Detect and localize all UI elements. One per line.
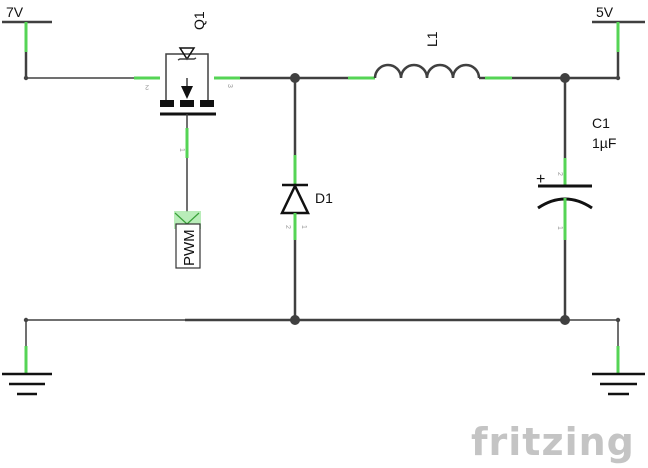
power-5v-symbol[interactable]: 5V bbox=[592, 4, 645, 78]
inductor-ref-label: L1 bbox=[424, 31, 440, 47]
pwm-connector[interactable]: PWM bbox=[174, 211, 201, 269]
capacitor-c1[interactable]: + C1 1µF 2 1 bbox=[536, 78, 616, 320]
mosfet-ref-label: Q1 bbox=[191, 11, 207, 30]
ground-right-symbol[interactable] bbox=[592, 320, 645, 396]
pwm-label: PWM bbox=[181, 229, 198, 266]
capacitor-pin-1: 1 bbox=[556, 226, 563, 230]
diode-d1[interactable]: D1 2 1 bbox=[280, 78, 333, 320]
capacitor-value-label: 1µF bbox=[592, 135, 616, 151]
junction-dots bbox=[23, 73, 621, 325]
inductor-l1[interactable]: L1 bbox=[373, 31, 485, 80]
power-7v-label: 7V bbox=[6, 4, 24, 20]
diode-pin-2: 2 bbox=[284, 225, 291, 229]
capacitor-polarity-mark: + bbox=[536, 171, 545, 188]
diode-ref-label: D1 bbox=[315, 190, 333, 206]
ground-left-symbol[interactable] bbox=[2, 320, 52, 396]
mosfet-pin-1: 1 bbox=[178, 148, 185, 152]
power-7v-symbol[interactable]: 7V bbox=[2, 4, 52, 78]
capacitor-pin-2: 2 bbox=[556, 172, 563, 176]
mosfet-pin-3: 3 bbox=[226, 84, 233, 88]
capacitor-ref-label: C1 bbox=[592, 115, 610, 131]
power-5v-label: 5V bbox=[596, 4, 614, 20]
diode-pin-1: 1 bbox=[300, 225, 307, 229]
mosfet-pin-2: 2 bbox=[145, 83, 149, 90]
mosfet-q1[interactable]: Q1 2 3 1 bbox=[145, 11, 233, 212]
fritzing-logo: fritzing bbox=[471, 420, 635, 464]
